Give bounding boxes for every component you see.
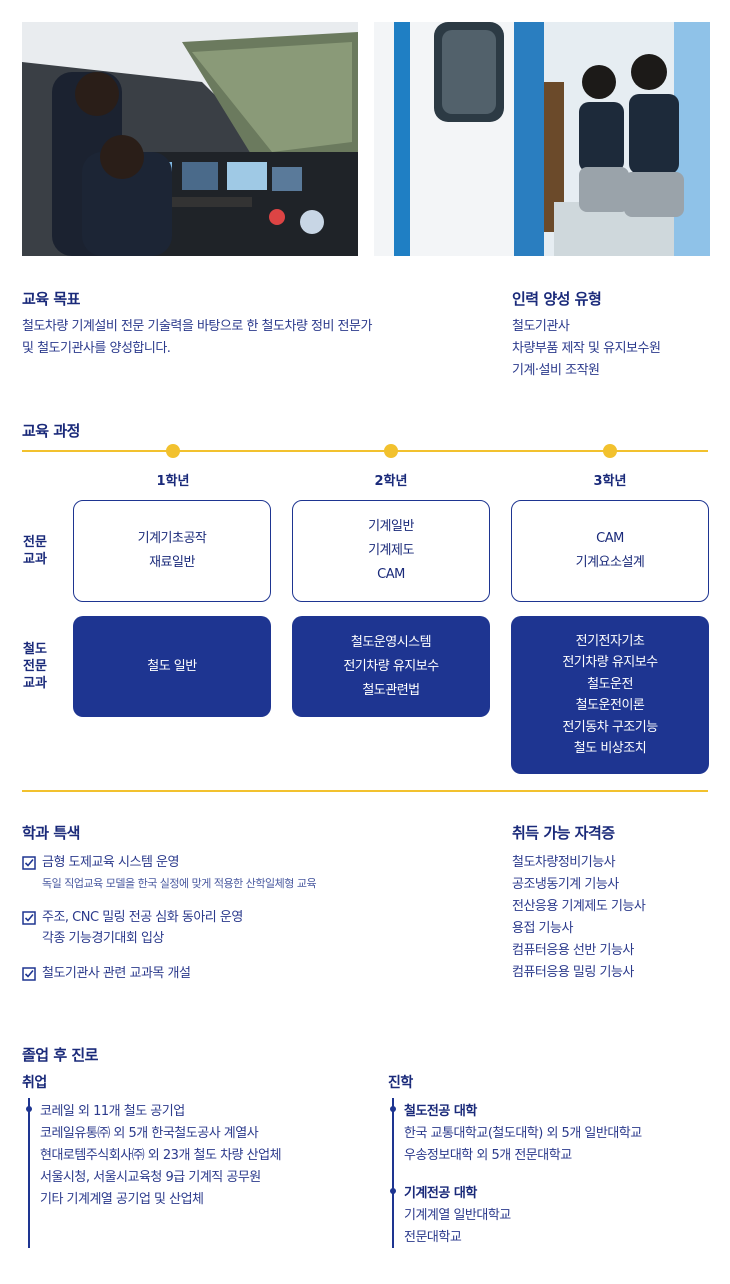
major-course-box-year2: 기계일반 기계제도 CAM: [292, 500, 490, 602]
train-door-photo: [374, 22, 710, 256]
study-title: 진학: [388, 1075, 413, 1091]
major-course-box-year1: 기계기초공작 재료일반: [73, 500, 271, 602]
study-group-title: 철도전공 대학: [404, 1104, 477, 1119]
feature-item: 각종 기능경기대회 입상: [42, 931, 164, 946]
job-item: 코레일유통㈜ 외 5개 한국철도공사 계열사: [40, 1126, 259, 1141]
features-title: 학과 특색: [22, 824, 80, 842]
section-divider: [22, 790, 708, 792]
certs-title: 취득 가능 자격증: [512, 824, 615, 842]
study-item: 한국 교통대학교(철도대학) 외 5개 일반대학교: [404, 1126, 642, 1141]
timeline-dot: [166, 444, 180, 458]
train-door-maintenance-photo-icon: [374, 22, 710, 256]
goal-title: 교육 목표: [22, 290, 80, 308]
checkbox-icon: [22, 856, 36, 870]
year-label: 3학년: [593, 474, 627, 489]
major-course-box-year3: CAM 기계요소설계: [511, 500, 709, 602]
cert-item: 철도차량정비기능사: [512, 855, 616, 870]
timeline-dot: [603, 444, 617, 458]
rail-course-box-year2: 철도운영시스템 전기차량 유지보수 철도관련법: [292, 616, 490, 717]
cert-item: 용접 기능사: [512, 921, 573, 936]
study-item: 전문대학교: [404, 1230, 462, 1245]
study-group-title: 기계전공 대학: [404, 1186, 477, 1201]
row-label-major: 전문 교과: [23, 535, 47, 567]
job-item: 코레일 외 11개 철도 공기업: [40, 1104, 185, 1119]
feature-item: 철도기관사 관련 교과목 개설: [42, 966, 191, 981]
talent-line: 차량부품 제작 및 유지보수원: [512, 341, 661, 356]
job-item: 서울시청, 서울시교육청 9급 기계직 공무원: [40, 1170, 261, 1185]
train-cab-simulator-photo-icon: [22, 22, 358, 256]
career-title: 졸업 후 진로: [22, 1046, 98, 1064]
feature-sub: 독일 직업교육 모델을 한국 실정에 맞게 적용한 산학일체형 교육: [42, 877, 317, 890]
study-timeline-dot: [390, 1106, 396, 1112]
goal-line: 및 철도기관사를 양성합니다.: [22, 341, 171, 356]
job-item: 기타 기계계열 공기업 및 산업체: [40, 1192, 204, 1207]
row-label-rail: 철도 전문 교과: [23, 642, 47, 691]
job-title: 취업: [22, 1075, 47, 1091]
cert-item: 컴퓨터응용 밀링 기능사: [512, 965, 634, 980]
cert-item: 전산응용 기계제도 기능사: [512, 899, 646, 914]
goal-line: 철도차량 기계설비 전문 기술력을 바탕으로 한 철도차량 정비 전문가: [22, 319, 372, 334]
feature-item: 금형 도제교육 시스템 운영: [42, 855, 179, 870]
talent-line: 기계·설비 조작원: [512, 363, 600, 378]
rail-course-box-year1: 철도 일반: [73, 616, 271, 717]
feature-item: 주조, CNC 밀링 전공 심화 동아리 운영: [42, 910, 243, 925]
timeline-dot: [384, 444, 398, 458]
year-label: 2학년: [374, 474, 408, 489]
job-timeline-dot: [26, 1106, 32, 1112]
study-timeline-dot: [390, 1188, 396, 1194]
job-item: 현대로템주식회사㈜ 외 23개 철도 차량 산업체: [40, 1148, 282, 1163]
cert-item: 컴퓨터응용 선반 기능사: [512, 943, 634, 958]
checkbox-icon: [22, 911, 36, 925]
study-timeline-line: [392, 1098, 394, 1248]
talent-line: 철도기관사: [512, 319, 570, 334]
talent-title: 인력 양성 유형: [512, 290, 602, 308]
checkbox-icon: [22, 967, 36, 981]
cert-item: 공조냉동기계 기능사: [512, 877, 619, 892]
study-item: 우송정보대학 외 5개 전문대학교: [404, 1148, 572, 1163]
curriculum-title: 교육 과정: [22, 422, 80, 440]
timeline-line: [22, 450, 708, 452]
study-item: 기계계열 일반대학교: [404, 1208, 511, 1223]
job-timeline-line: [28, 1098, 30, 1248]
train-cab-photo: [22, 22, 358, 256]
year-label: 1학년: [156, 474, 190, 489]
rail-course-box-year3: 전기전자기초 전기차량 유지보수 철도운전 철도운전이론 전기동차 구조기능 철…: [511, 616, 709, 774]
